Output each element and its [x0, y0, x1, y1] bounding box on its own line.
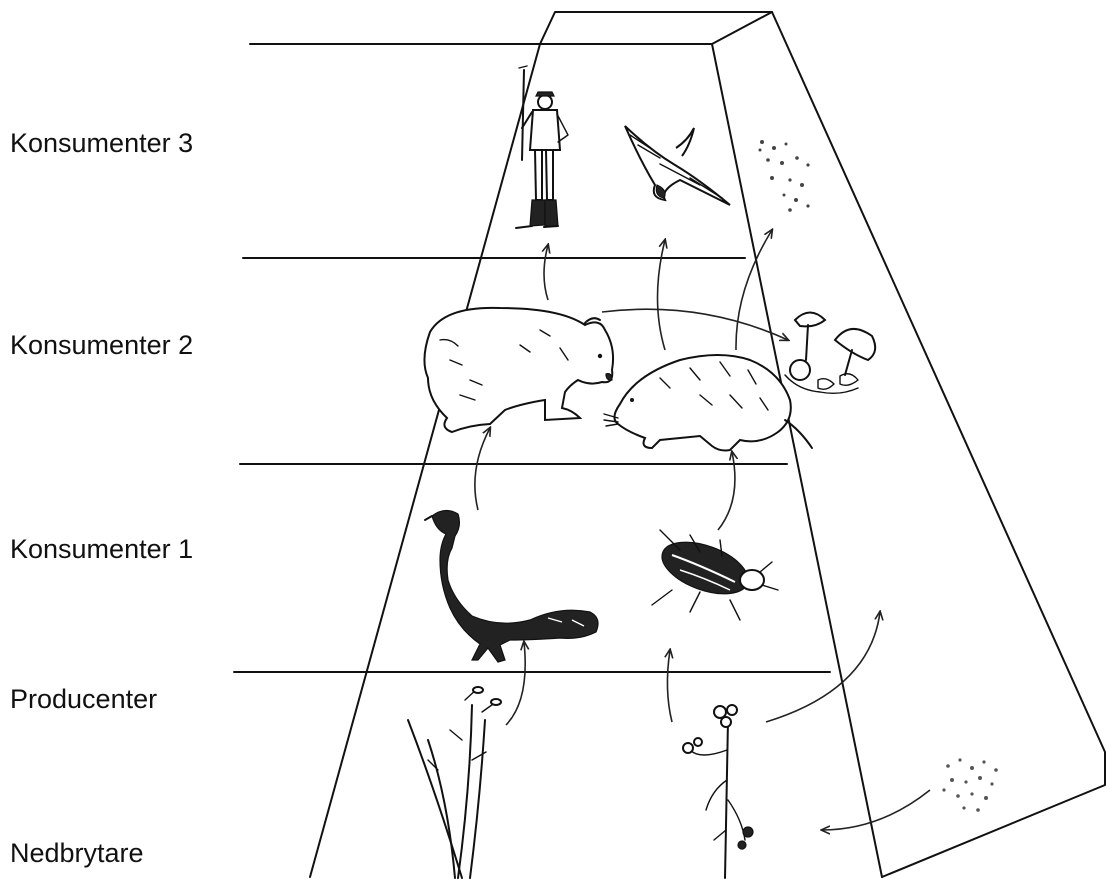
- arrow-flower-to-earthworm: [766, 612, 880, 722]
- arrow-vole-to-eagle: [658, 240, 666, 350]
- grass-icon: [408, 687, 501, 878]
- spores-icon: [759, 140, 810, 212]
- arrow-decomposers-to-soil: [822, 790, 930, 830]
- arrow-bear-to-mushrooms: [602, 309, 788, 340]
- bear-icon: [424, 308, 613, 432]
- arrow-grass-to-grouse: [506, 642, 525, 725]
- arrow-grouse-to-bear: [475, 428, 490, 510]
- vole-icon: [604, 355, 812, 451]
- flower-plant-icon: [683, 705, 753, 878]
- pyramid-outline: [310, 12, 1105, 877]
- decomposers-icon: [942, 758, 997, 811]
- eagle-icon: [625, 126, 730, 205]
- beetle-icon: [652, 530, 778, 620]
- mushrooms-icon: [785, 313, 875, 394]
- grouse-icon: [425, 510, 598, 662]
- arrow-flower-to-beetle: [667, 650, 672, 722]
- arrow-bear-to-hunter: [544, 245, 548, 300]
- earthworm-icon: [872, 498, 944, 608]
- hunter-icon: [516, 66, 568, 228]
